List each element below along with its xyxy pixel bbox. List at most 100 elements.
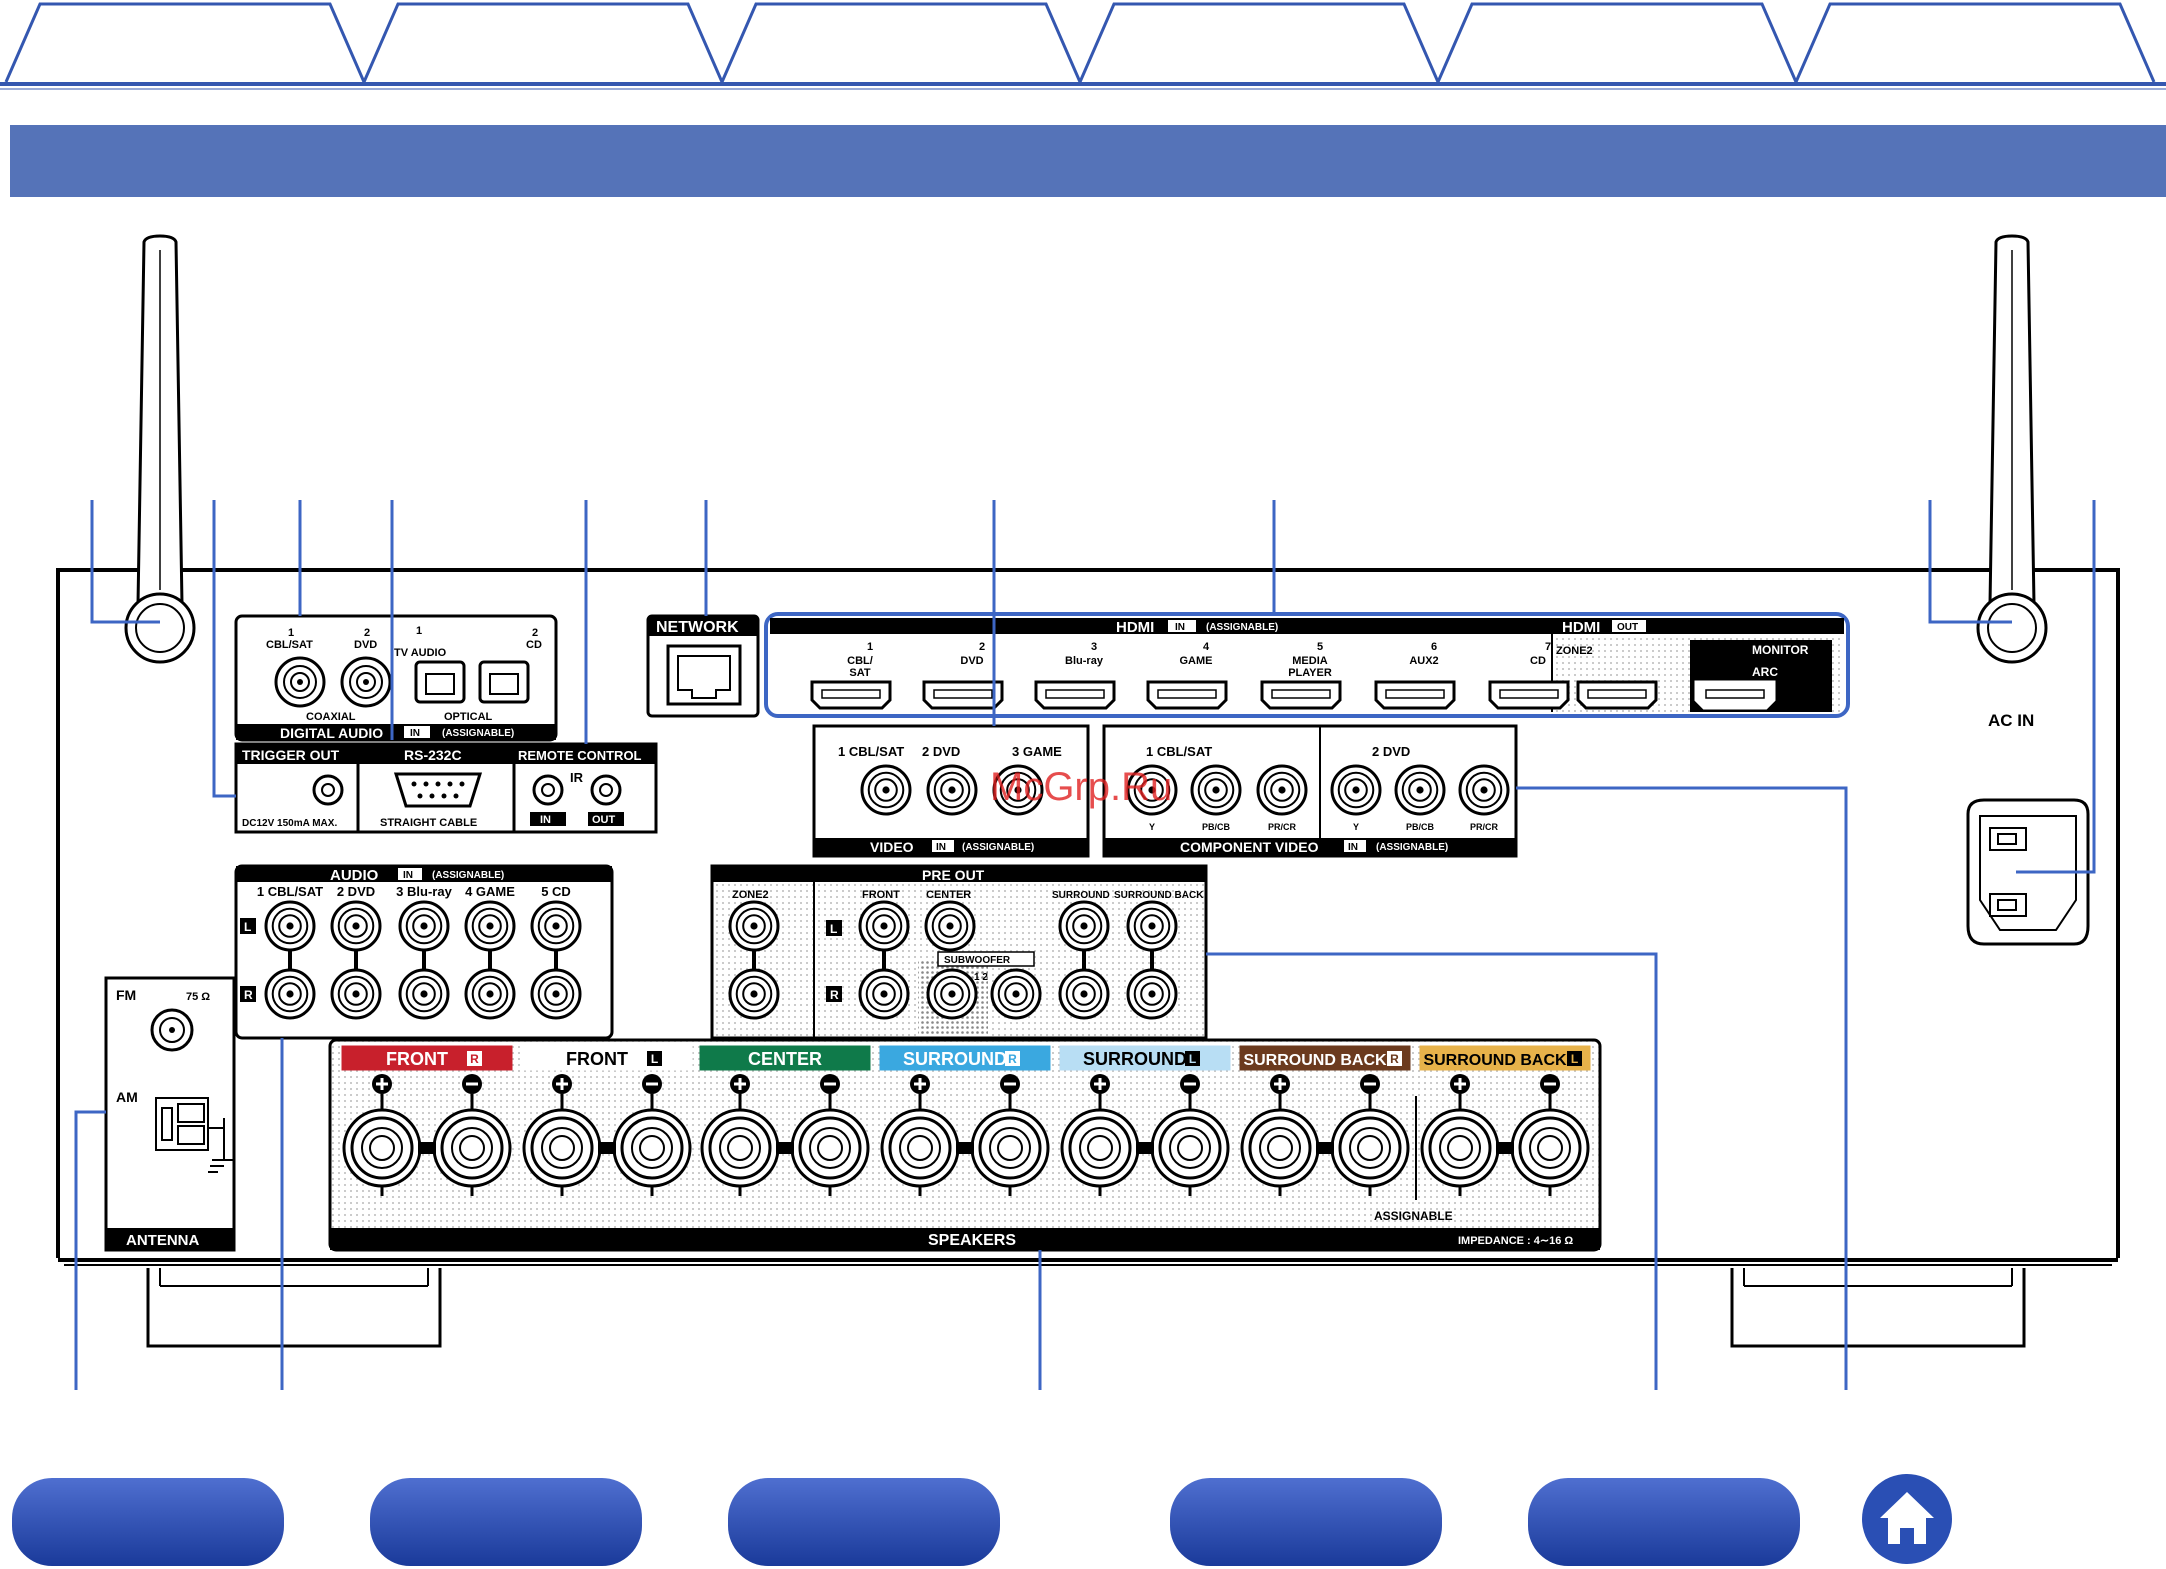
pre-out-jack-5-a[interactable]: [1126, 900, 1178, 952]
subwoofer-1-jack[interactable]: [926, 968, 978, 1020]
nav-button-3[interactable]: [728, 1478, 1000, 1566]
network-section: NETWORK: [646, 614, 760, 718]
antenna-section: ANTENNA FM 75 Ω AM: [104, 976, 236, 1252]
hdmi-in-port-1[interactable]: [810, 680, 892, 710]
hdmi-input-label: CD: [1530, 655, 1546, 667]
speaker-terminal-5-minus[interactable]: [1150, 1074, 1230, 1196]
component-jack-1-2[interactable]: [1190, 764, 1242, 816]
audio-in-r-jack-3[interactable]: [398, 968, 450, 1020]
nav-button-5[interactable]: [1528, 1478, 1800, 1566]
pre-out-section: PRE OUT ZONE2 FRONT CENTER SURROUND SURR…: [710, 864, 1208, 1040]
speaker-terminal-6-plus[interactable]: [1240, 1074, 1320, 1196]
section-title-bar: [10, 125, 2166, 197]
pre-out-jack-2-b[interactable]: [858, 968, 910, 1020]
svg-text:R: R: [830, 988, 839, 1002]
wireless-antenna-right: [1976, 234, 2048, 664]
hdmi-in-port-5[interactable]: [1260, 680, 1342, 710]
hdmi-input-label: CBL/: [847, 655, 873, 667]
home-button[interactable]: [1862, 1474, 1952, 1564]
hdmi-input-label: GAME: [1180, 655, 1213, 667]
hdmi-in-port-6[interactable]: [1374, 680, 1456, 710]
nav-button-4[interactable]: [1170, 1478, 1442, 1566]
component-jack-2-1[interactable]: [1330, 764, 1382, 816]
speaker-side-label: L: [1571, 1052, 1578, 1066]
callout-leader-lines: [74, 500, 2096, 1390]
svg-text:(ASSIGNABLE): (ASSIGNABLE): [442, 728, 514, 739]
svg-text:IR: IR: [570, 770, 584, 785]
audio-in-l-jack-4[interactable]: [464, 900, 516, 952]
tab-4[interactable]: [1078, 2, 1440, 83]
audio-in-l-jack-2[interactable]: [330, 900, 382, 952]
video-in-jack-2[interactable]: [926, 764, 978, 816]
pre-out-jack-1-a[interactable]: [728, 900, 780, 952]
trigger-out-jack[interactable]: [312, 774, 344, 806]
audio-in-l-jack-1[interactable]: [264, 900, 316, 952]
pre-out-jack-4-a[interactable]: [1058, 900, 1110, 952]
audio-in-r-jack-4[interactable]: [464, 968, 516, 1020]
speaker-terminal-3-minus[interactable]: [790, 1074, 870, 1196]
hdmi-in-port-2[interactable]: [922, 680, 1004, 710]
tab-6[interactable]: [1794, 2, 2156, 83]
component-jack-2-2[interactable]: [1394, 764, 1446, 816]
am-antenna-terminal[interactable]: [155, 1097, 234, 1173]
svg-text:TV AUDIO: TV AUDIO: [394, 647, 447, 659]
component-channel-label: Y: [1149, 822, 1155, 832]
svg-text:FM: FM: [116, 987, 136, 1003]
coaxial-jack-2[interactable]: [340, 656, 392, 708]
pre-out-jack-4-b[interactable]: [1058, 968, 1110, 1020]
svg-text:1: 1: [416, 625, 422, 637]
pre-out-jack-1-b[interactable]: [728, 968, 780, 1020]
video-in-jack-3[interactable]: [992, 764, 1044, 816]
tab-2[interactable]: [362, 2, 724, 83]
nav-button-2[interactable]: [370, 1478, 642, 1566]
svg-text:SURROUND BACK: SURROUND BACK: [1114, 890, 1204, 901]
remote-out-jack[interactable]: [590, 774, 622, 806]
tab-3[interactable]: [720, 2, 1082, 83]
pre-out-jack-2-a[interactable]: [858, 900, 910, 952]
svg-text:MONITOR: MONITOR: [1752, 643, 1809, 657]
audio-in-r-jack-2[interactable]: [330, 968, 382, 1020]
hdmi-input-label: AUX2: [1409, 655, 1438, 667]
rs232c-port[interactable]: [393, 772, 483, 808]
component-jack-1-3[interactable]: [1256, 764, 1308, 816]
component-jack-2-3[interactable]: [1458, 764, 1510, 816]
coaxial-label: COAXIAL: [306, 711, 356, 723]
audio-in-r-jack-5[interactable]: [530, 968, 582, 1020]
audio-input-label: 2 DVD: [337, 884, 375, 899]
video-in-jack-1[interactable]: [860, 764, 912, 816]
hdmi-in-port-7[interactable]: [1488, 680, 1570, 710]
audio-in-l-jack-3[interactable]: [398, 900, 450, 952]
hdmi-input-label: Blu-ray: [1065, 655, 1104, 667]
hdmi-input-label: MEDIA: [1292, 655, 1328, 667]
audio-input-label: 3 Blu-ray: [396, 884, 452, 899]
hdmi-out-monitor-port[interactable]: [1694, 680, 1776, 710]
optical-jack-2[interactable]: [478, 660, 530, 704]
antenna-title: ANTENNA: [126, 1232, 199, 1249]
speaker-terminal-4-plus[interactable]: [880, 1074, 960, 1196]
component-jack-1-1[interactable]: [1126, 764, 1178, 816]
audio-in-r-jack-1[interactable]: [264, 968, 316, 1020]
audio-in-l-jack-5[interactable]: [530, 900, 582, 952]
speaker-terminal-3-plus[interactable]: [700, 1074, 780, 1196]
pre-out-jack-5-b[interactable]: [1126, 968, 1178, 1020]
remote-in-jack[interactable]: [532, 774, 564, 806]
speaker-channel-label: SURROUND BACK: [1243, 1052, 1387, 1069]
control-section: TRIGGER OUT DC12V 150mA MAX. RS-232C STR…: [234, 742, 658, 834]
pre-out-jack-3-a[interactable]: [924, 900, 976, 952]
fm-antenna-jack[interactable]: [150, 1008, 194, 1052]
subwoofer-2-jack[interactable]: [990, 968, 1042, 1020]
hdmi-in-port-4[interactable]: [1146, 680, 1228, 710]
speaker-terminal-1-minus[interactable]: [432, 1074, 512, 1196]
tab-5[interactable]: [1436, 2, 1798, 83]
speaker-terminal-2-plus[interactable]: [522, 1074, 602, 1196]
optical-jack-1[interactable]: [414, 660, 466, 704]
digital-audio-section: DIGITAL AUDIO IN (ASSIGNABLE) COAXIAL OP…: [234, 614, 558, 742]
coaxial-jack-1[interactable]: [274, 656, 326, 708]
ethernet-port[interactable]: [666, 644, 742, 706]
hdmi-out-zone2-port[interactable]: [1576, 680, 1658, 710]
svg-text:SUBWOOFER: SUBWOOFER: [944, 955, 1011, 966]
tab-1[interactable]: [4, 2, 366, 83]
speaker-side-label: R: [1008, 1052, 1017, 1066]
hdmi-in-port-3[interactable]: [1034, 680, 1116, 710]
nav-button-1[interactable]: [12, 1478, 284, 1566]
